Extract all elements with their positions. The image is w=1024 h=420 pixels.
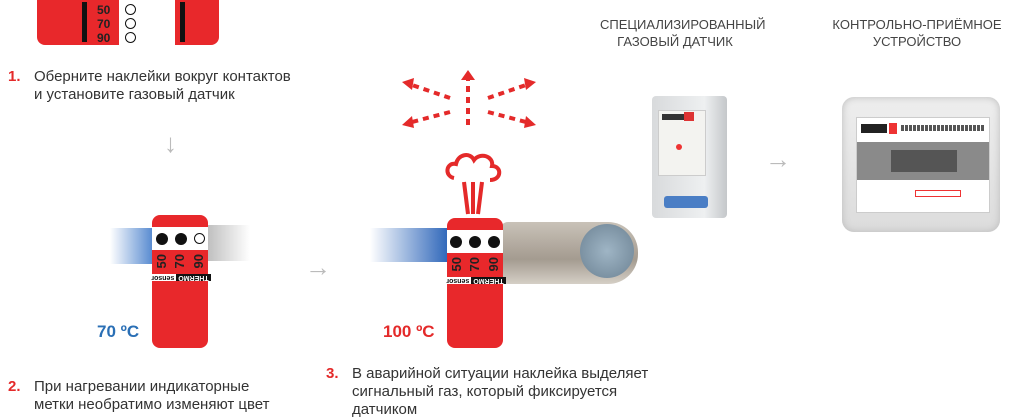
- temp-alarm: 100 ºC: [383, 322, 435, 341]
- mark-90: 90: [97, 31, 111, 45]
- gas-cloud-icon: [445, 153, 502, 215]
- mark-70: 70: [97, 17, 111, 31]
- gas-arrows-icon: [402, 70, 536, 128]
- temp-normal: 70 ºC: [97, 322, 140, 341]
- screw-icon: [580, 224, 634, 278]
- blue-cable: [370, 228, 450, 262]
- blue-cable: [110, 228, 160, 264]
- metal-contact: [205, 225, 250, 261]
- arrow-right-icon: →: [305, 252, 331, 282]
- mark-50: 50: [97, 3, 111, 17]
- step-3: 3. В аварийной ситуации наклейка выделяе…: [326, 365, 649, 418]
- flat-sticker: 50 70 90: [37, 0, 219, 45]
- step-1: 1. Оберните наклейки вокруг контактов и …: [8, 68, 291, 103]
- step-2: 2. При нагревании индикаторные метки нео…: [8, 378, 270, 413]
- arrow-right-icon: →: [765, 144, 791, 174]
- control-panel-device: [842, 97, 1000, 232]
- arrow-down-icon: ↓: [164, 128, 177, 158]
- gas-sensor-device: [652, 96, 727, 218]
